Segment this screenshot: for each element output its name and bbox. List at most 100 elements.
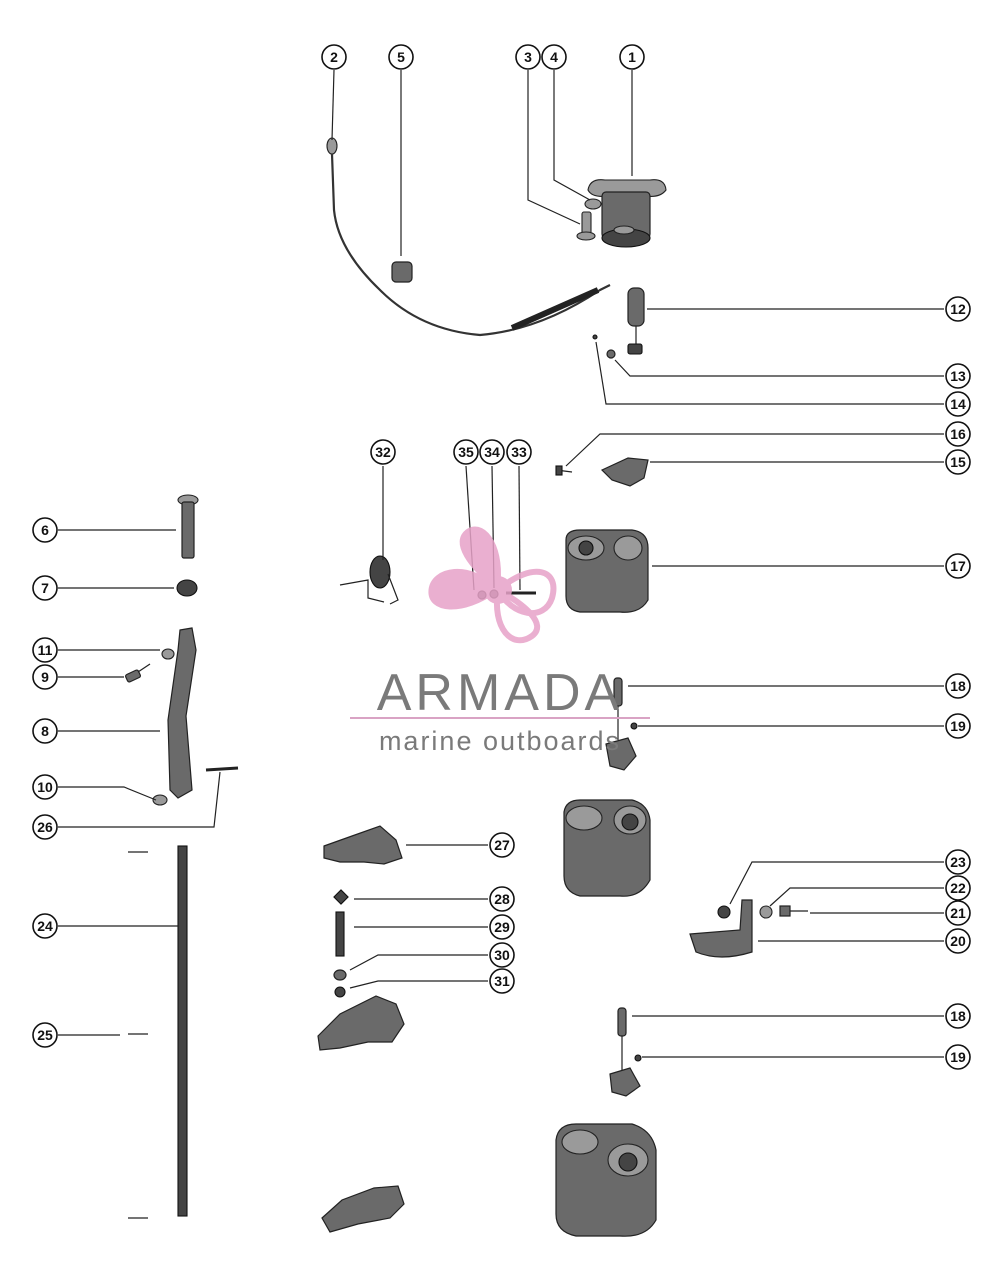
part-solenoid: [587, 179, 667, 248]
leader-lines: [58, 69, 944, 1058]
callout-26: 26: [32, 814, 58, 840]
part-lever-15: [600, 457, 649, 487]
part-31: [334, 986, 346, 998]
callout-34: 34: [479, 439, 505, 465]
part-carburetor-body-17: [565, 529, 649, 613]
svg-text:11: 11: [38, 642, 53, 658]
part-terminal-boot: [627, 287, 645, 355]
callout-12: 12: [945, 296, 971, 322]
part-30: [333, 969, 347, 981]
svg-text:10: 10: [37, 779, 53, 795]
armada-watermark: ARMADA marine outboards: [350, 526, 650, 756]
svg-text:27: 27: [494, 837, 510, 853]
callout-19-upper: 19: [945, 713, 971, 739]
svg-text:14: 14: [950, 396, 966, 412]
svg-text:20: 20: [950, 933, 966, 949]
part-cam-bottom: [321, 1185, 405, 1233]
callout-17: 17: [945, 553, 971, 579]
svg-text:19: 19: [950, 718, 966, 734]
callout-13: 13: [945, 363, 971, 389]
watermark-brand: ARMADA: [377, 664, 623, 722]
svg-text:24: 24: [37, 918, 53, 934]
svg-text:31: 31: [494, 973, 510, 989]
callout-10: 10: [32, 774, 58, 800]
callout-2: 2: [321, 44, 347, 70]
callout-24: 24: [32, 913, 58, 939]
svg-text:12: 12: [950, 301, 966, 317]
callout-3: 3: [515, 44, 541, 70]
callout-layer: 1 2 3 4 5 6 7 8 9 10 11 12 13 14 15 16 1…: [32, 44, 971, 1070]
svg-text:22: 22: [950, 880, 966, 896]
svg-text:18: 18: [950, 1008, 966, 1024]
callout-21: 21: [945, 900, 971, 926]
callout-29: 29: [489, 914, 515, 940]
part-grommet-7: [176, 579, 198, 597]
part-pins-25: [128, 851, 148, 1219]
callout-8: 8: [32, 718, 58, 744]
callout-4: 4: [541, 44, 567, 70]
callout-22: 22: [945, 875, 971, 901]
part-cotter-26: [205, 766, 239, 772]
svg-text:3: 3: [524, 49, 532, 65]
part-rod-24: [177, 845, 188, 1217]
watermark-tagline: marine outboards: [379, 726, 621, 756]
part-nut-13: [606, 349, 616, 359]
part-screw-16: [555, 465, 573, 476]
svg-text:23: 23: [950, 854, 966, 870]
callout-30: 30: [489, 942, 515, 968]
part-pin-14: [592, 334, 598, 340]
callout-20: 20: [945, 928, 971, 954]
callout-18-lower: 18: [945, 1003, 971, 1029]
part-29: [335, 911, 345, 957]
callout-35: 35: [453, 439, 479, 465]
svg-text:21: 21: [950, 905, 966, 921]
svg-text:1: 1: [628, 49, 636, 65]
part-bolt-6: [177, 494, 199, 559]
part-rod-18a: [605, 677, 637, 771]
part-28: [333, 889, 349, 905]
svg-text:2: 2: [330, 49, 338, 65]
part-link-arm-8: [167, 627, 197, 799]
callout-1: 1: [619, 44, 645, 70]
part-cam-27: [323, 825, 403, 865]
callout-25: 25: [32, 1022, 58, 1048]
svg-text:33: 33: [511, 444, 527, 460]
part-clip-5: [391, 261, 413, 283]
part-rod-18b: [609, 1007, 641, 1097]
part-washer-11: [161, 648, 175, 660]
svg-text:25: 25: [37, 1027, 53, 1043]
svg-text:35: 35: [458, 444, 474, 460]
callout-18-upper: 18: [945, 673, 971, 699]
part-carburetor-body-middle: [563, 799, 651, 897]
callout-27: 27: [489, 832, 515, 858]
part-screw-3: [576, 211, 596, 241]
part-bracket-20: [689, 899, 753, 958]
svg-text:28: 28: [494, 891, 510, 907]
svg-text:26: 26: [37, 819, 53, 835]
callout-7: 7: [32, 575, 58, 601]
svg-text:16: 16: [950, 426, 966, 442]
svg-text:6: 6: [41, 522, 49, 538]
part-washer-22: [759, 905, 773, 919]
part-carburetor-body-bottom: [555, 1123, 657, 1237]
callout-19-lower: 19: [945, 1044, 971, 1070]
part-cam-middle: [317, 995, 405, 1051]
svg-text:4: 4: [550, 49, 558, 65]
callout-33: 33: [506, 439, 532, 465]
part-wire-lead: [326, 137, 611, 337]
callout-9: 9: [32, 664, 58, 690]
svg-text:8: 8: [41, 723, 49, 739]
callout-11: 11: [32, 637, 58, 663]
svg-text:15: 15: [950, 454, 966, 470]
part-nut-23: [717, 905, 731, 919]
callout-15: 15: [945, 449, 971, 475]
svg-text:18: 18: [950, 678, 966, 694]
svg-text:17: 17: [950, 558, 966, 574]
callout-16: 16: [945, 421, 971, 447]
part-washer-4: [584, 198, 602, 210]
svg-text:13: 13: [950, 368, 966, 384]
callout-28: 28: [489, 886, 515, 912]
part-screw-21: [779, 905, 808, 917]
